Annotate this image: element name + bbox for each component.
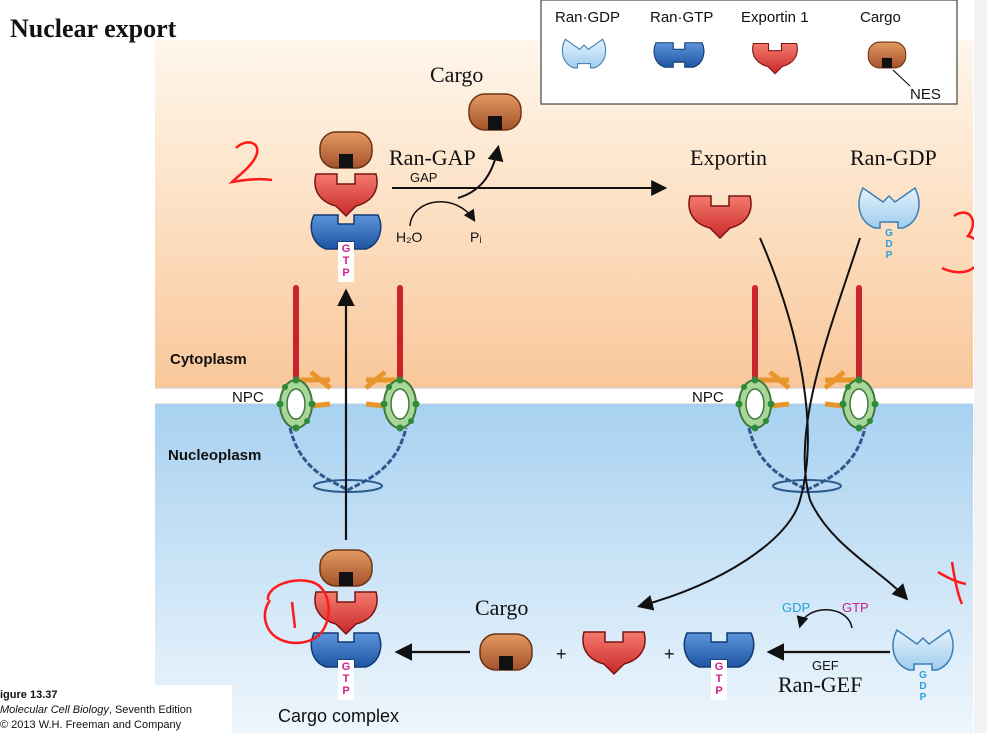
step-1-mark — [290, 601, 297, 629]
svg-text:G: G — [342, 661, 351, 673]
figure-number: igure 13.37 — [0, 689, 57, 701]
svg-text:G: G — [919, 670, 927, 681]
plus-sign-2: + — [664, 644, 675, 664]
svg-text:T: T — [343, 255, 350, 267]
gef-label: GEF — [812, 658, 839, 673]
step-4-mark — [937, 561, 967, 605]
page-title: Nuclear export — [10, 14, 177, 43]
cargo-top-label: Cargo — [430, 62, 483, 87]
svg-text:D: D — [919, 681, 926, 692]
nucleus-cargo — [479, 633, 533, 671]
nucleoplasm-label: Nucleoplasm — [168, 447, 261, 464]
legend-exportin-label: Exportin 1 — [741, 9, 809, 26]
right-edge-strip — [974, 0, 987, 733]
plus-sign-1: + — [556, 644, 567, 664]
svg-text:G: G — [342, 243, 351, 255]
nucleoplasm-cargo-complex: G T P — [310, 549, 382, 700]
cargo-bottom-label: Cargo — [475, 595, 528, 620]
exportin-import-path — [636, 237, 809, 611]
svg-text:P: P — [342, 267, 349, 279]
svg-text:T: T — [716, 673, 723, 685]
h2o-label: H₂O — [396, 229, 423, 245]
npc-label-left: NPC — [232, 389, 264, 406]
exportin-label: Exportin — [690, 145, 767, 170]
hydrolysis-arrow — [409, 201, 476, 227]
legend-cargo-label: Cargo — [860, 9, 901, 26]
cytoplasm-cargo-complex: G T P — [310, 131, 382, 282]
svg-text:G: G — [715, 661, 724, 673]
ran-gef-label: Ran-GEF — [778, 672, 862, 697]
cargo-release-arrow — [457, 144, 504, 199]
ran-gdp-import-path — [803, 237, 909, 601]
gap-label: GAP — [410, 170, 437, 185]
svg-text:P: P — [886, 250, 893, 261]
nucleoplasm-region — [155, 404, 973, 733]
legend-cargo-icon — [867, 41, 907, 69]
npc-left-group — [275, 285, 421, 493]
legend: Ran·GDP Ran·GTP Exportin 1 Cargo NES — [540, 0, 958, 105]
svg-text:D: D — [885, 239, 892, 250]
ran-gdp-label: Ran-GDP — [850, 145, 937, 170]
pi-label: Pᵢ — [470, 229, 482, 245]
step-1-circle — [263, 579, 330, 645]
figure-copyright: © 2013 W.H. Freeman and Company — [0, 719, 182, 731]
cytoplasm-label: Cytoplasm — [170, 351, 247, 368]
svg-text:G: G — [885, 228, 893, 239]
legend-ran-gdp-label: Ran·GDP — [555, 9, 620, 26]
released-cargo — [468, 93, 522, 131]
svg-text:P: P — [342, 685, 349, 697]
gdp-label: GDP — [782, 600, 810, 615]
svg-text:P: P — [715, 685, 722, 697]
svg-text:P: P — [920, 692, 927, 703]
npc-label-right: NPC — [692, 389, 724, 406]
cargo-complex-label: Cargo complex — [278, 706, 399, 726]
svg-text:T: T — [343, 673, 350, 685]
legend-ran-gtp-label: Ran·GTP — [650, 9, 713, 26]
figure-source: Molecular Cell Biology, Seventh Edition — [0, 704, 192, 716]
nucleotide-exchange-arrow — [796, 609, 853, 629]
legend-nes-label: NES — [910, 86, 941, 103]
step-2-mark — [228, 141, 273, 184]
ran-gap-label: Ran-GAP — [389, 145, 476, 170]
npc-right-group — [734, 285, 880, 493]
gtp-label: GTP — [842, 600, 869, 615]
